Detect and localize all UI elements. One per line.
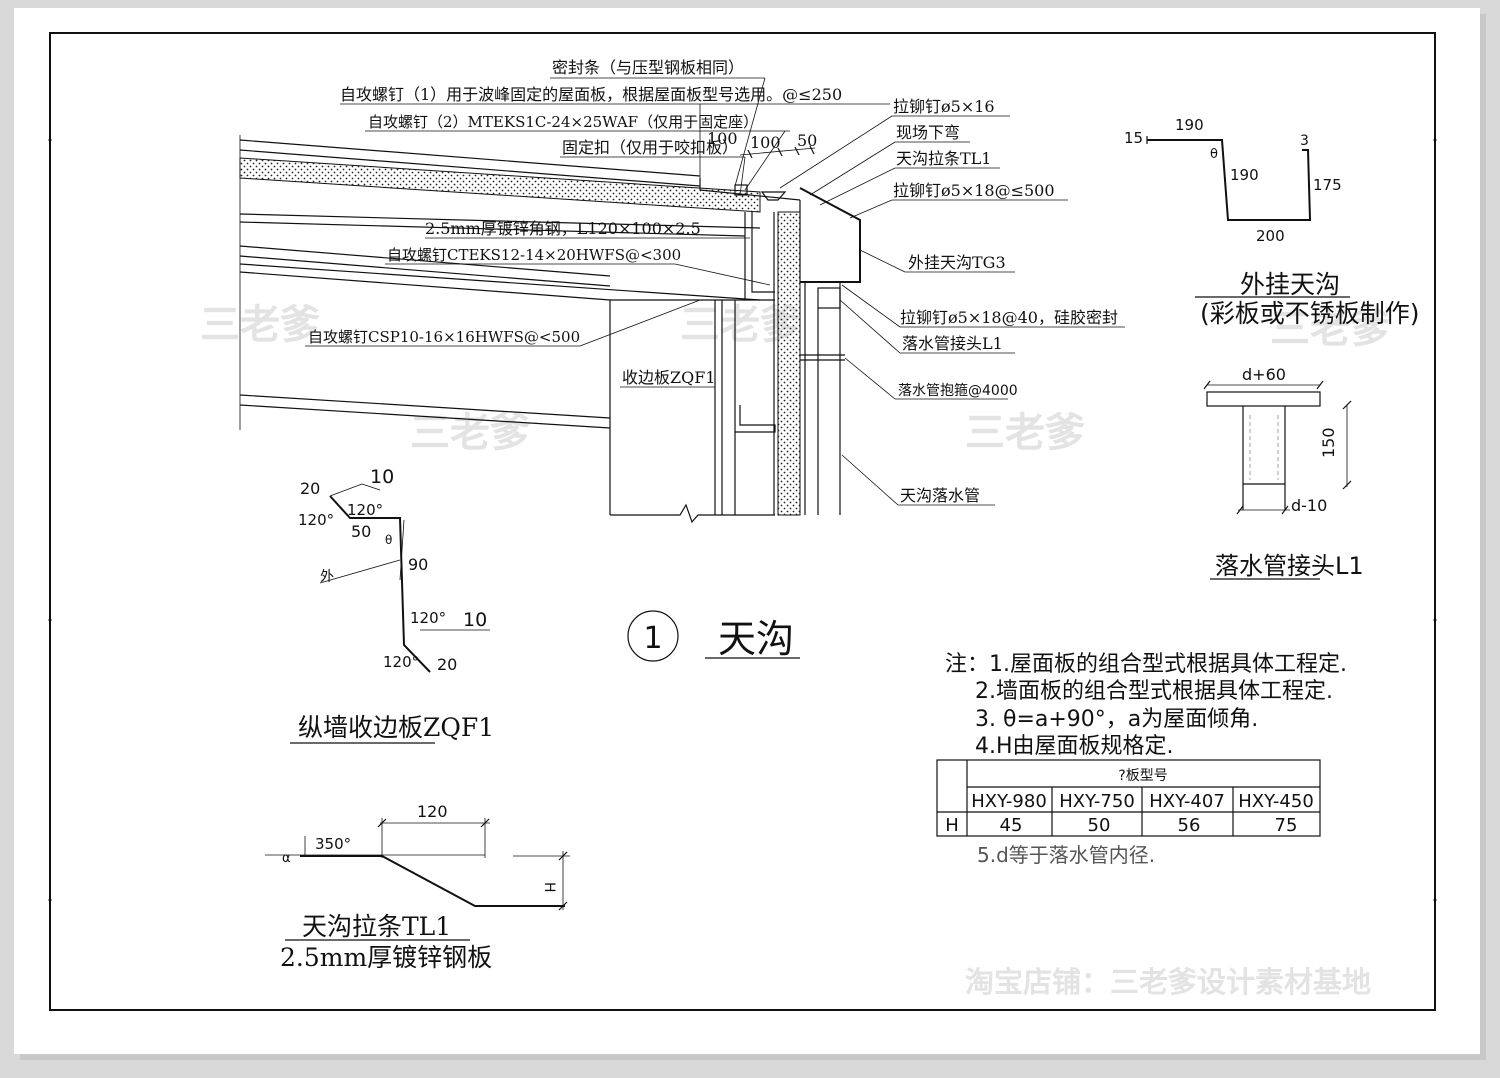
label-fixing-clip: 固定扣（仅用于咬扣板） [562,138,738,157]
pipe-joint-dim-top: d+60 [1242,365,1286,384]
note-line-1: 注：1.屋面板的组合型式根据具体工程定. [945,652,1347,677]
strap-alpha: α [282,851,291,866]
flashing-angle-120-d: 120° [383,653,419,671]
label-outer-gutter: 外挂天沟TG3 [908,253,1006,272]
strap-dim-h: H [541,882,557,893]
flashing-dim-10-top: 10 [370,466,394,488]
watermark-shop: 淘宝店铺：三老爹设计素材基地 [965,965,1371,999]
gutter-detail-drawing: 密封条（与压型钢板相同） 自攻螺钉（1）用于波峰固定的屋面板，根据屋面板型号选用… [239,58,1125,524]
table-header: ?板型号 [1118,768,1167,784]
detail-title-text: 天沟 [718,617,794,661]
label-seal-strip: 密封条（与压型钢板相同） [552,58,744,77]
detail-number: 1 [643,621,662,656]
label-pipe-joint: 落水管接头L1 [902,334,1003,353]
pipe-joint-dim-height: 150 [1319,427,1338,458]
pipe-joint-title: 落水管接头L1 [1215,552,1364,580]
table-cell: 75 [1275,815,1298,836]
drawing-canvas: 三老爹 三老爹 三老爹 三老爹 三老爹 淘宝店铺：三老爹设计素材基地 [48,32,1437,1011]
outer-gutter-section: 15 190 3 θ 190 175 200 外挂天沟 (彩板或不锈板制作) [1124,116,1420,328]
gutter-dim-3: 3 [1300,133,1309,149]
gutter-dim-190-side: 190 [1230,166,1259,184]
wall-insulation-layer [777,211,801,516]
flashing-dim-20-top: 20 [300,479,320,498]
label-rivet-5x16: 拉铆钉ø5×16 [893,97,995,116]
label-self-tapping-screw-2: 自攻螺钉（2）MTEKS1C-24×25WAF（仅用于固定座） [368,113,758,131]
watermark-text: 三老爹 [965,410,1085,456]
gutter-dim-200: 200 [1256,227,1285,245]
dimension-100-b: 100 [750,133,781,152]
strap-dim-120: 120 [417,802,448,821]
flashing-dim-50: 50 [351,522,371,541]
flashing-angle-120-b: 120° [298,511,334,529]
note-line-5: 5.d等于落水管内径. [977,843,1155,867]
wall-flashing-title: 纵墙收边板ZQF1 [298,713,494,742]
label-angle-steel: 2.5mm厚镀锌角钢，L120×100×2.5 [425,219,701,238]
strap-profile [300,855,565,907]
label-pipe-clamp: 落水管抱箍@4000 [898,382,1018,399]
label-field-bend: 现场下弯 [896,123,960,142]
note-line-2: 2.墙面板的组合型式根据具体工程定. [975,679,1333,704]
label-self-tapping-screw-4: 自攻螺钉CSP10-16×16HWFS@<500 [308,328,580,346]
flashing-angle-120-c: 120° [410,609,446,627]
table-column-header: HXY-407 [1149,791,1225,812]
label-self-tapping-screw-1: 自攻螺钉（1）用于波峰固定的屋面板，根据屋面板型号选用。@≤250 [340,85,842,104]
label-rivet-5x18: 拉铆钉ø5×18@≤500 [893,181,1055,200]
note-line-4: 4.H由屋面板规格定. [975,734,1174,759]
pipe-joint-dim-bottom: d-10 [1291,496,1327,515]
strap-title: 天沟拉条TL1 [302,912,451,941]
table-cell: 50 [1088,815,1111,836]
gutter-dim-175: 175 [1313,176,1342,194]
table-column-header: HXY-450 [1238,791,1314,812]
table-cell: 45 [1000,815,1023,836]
panel-type-table: ?板型号 HXY-980 HXY-750 HXY-407 HXY-450 H 4… [936,759,1321,837]
label-self-tapping-screw-3: 自攻螺钉CTEKS12-14×20HWFS@<300 [387,246,681,264]
gutter-section-subtitle: (彩板或不锈板制作) [1200,299,1420,328]
flashing-profile [329,495,431,673]
flashing-dim-10-bottom: 10 [463,609,487,631]
gutter-dim-190-top: 190 [1175,116,1204,134]
strap-angle-350: 350° [315,835,351,853]
note-line-3: 3. θ=a+90°，a为屋面倾角. [975,707,1258,732]
dimension-50: 50 [797,131,817,150]
outer-gutter-shape [799,187,861,283]
watermark-text: 三老爹 [410,410,530,456]
label-downpipe: 天沟落水管 [900,486,980,505]
detail-title: 1 天沟 [627,610,800,662]
pipe-joint-flange [1206,391,1321,407]
label-edge-board: 收边板ZQF1 [622,368,716,387]
flashing-angle-120-a: 120° [347,501,383,519]
drawing-border [49,32,1436,1011]
table-column-header: HXY-750 [1059,791,1135,812]
wall-flashing-section: 20 10 120° 120° 50 θ 外 90 120° 10 120° 2… [290,466,494,744]
drawing-sheet: 三老爹 三老爹 三老爹 三老爹 三老爹 淘宝店铺：三老爹设计素材基地 [14,8,1480,1054]
gutter-section-title: 外挂天沟 [1240,270,1340,299]
notes-section: 注：1.屋面板的组合型式根据具体工程定. 2.墙面板的组合型式根据具体工程定. … [936,652,1347,867]
strap-detail-section: 120 350° α H 天沟拉条TL1 2.5mm厚镀锌钢板 [265,802,570,972]
label-rivet-sealant: 拉铆钉ø5×18@40，硅胶密封 [900,308,1118,327]
pipe-joint-section: d+60 150 d-10 落水管接头L1 [1203,365,1364,580]
detail-number-circle [627,610,679,662]
strap-subtitle: 2.5mm厚镀锌钢板 [280,943,492,972]
watermark-text: 三老爹 [200,302,320,348]
table-column-header: HXY-980 [971,791,1047,812]
gutter-profile [1147,139,1312,221]
flashing-theta: θ [385,533,392,547]
flashing-dim-20-bottom: 20 [437,655,457,674]
dimension-100-a: 100 [707,129,738,148]
watermark-text: 三老爹 [1270,306,1390,352]
leader-lines [305,77,1125,506]
table-cell: 56 [1178,815,1201,836]
label-gutter-strap: 天沟拉条TL1 [896,149,991,168]
flashing-dim-90: 90 [408,555,428,574]
gutter-theta: θ [1210,147,1218,162]
gutter-dim-15: 15 [1124,129,1143,147]
table-row-label: H [945,815,959,836]
flashing-outer-label: 外 [320,569,334,585]
